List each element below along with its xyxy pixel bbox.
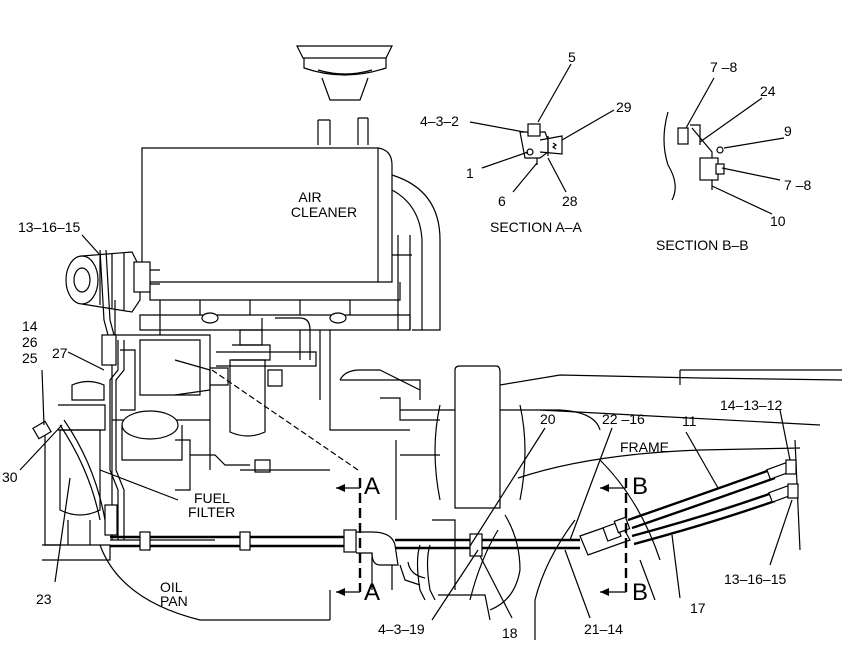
callout-6: 6: [498, 193, 506, 209]
callout-24: 24: [760, 83, 776, 99]
alternator: [65, 251, 160, 313]
oil-pan-label-2: PAN: [160, 593, 188, 609]
frame-label: FRAME: [620, 439, 669, 455]
fuel-filter-label-1: FUEL: [194, 490, 230, 506]
callout-7-8-right: 7 –8: [784, 177, 811, 193]
fuel-injection-pump: [111, 334, 317, 491]
fuel-filter-label-2: FILTER: [188, 504, 235, 520]
secondary-fuel-filter: [229, 317, 311, 437]
section-a-marker: A A: [336, 473, 380, 606]
callout-27: 27: [52, 345, 68, 361]
section-a-top-letter: A: [364, 473, 380, 500]
callout-9: 9: [784, 123, 792, 139]
callout-10: 10: [770, 213, 786, 229]
callout-25: 25: [22, 350, 38, 366]
callout-4-3-19: 4–3–19: [378, 621, 425, 637]
callout-28: 28: [562, 193, 578, 209]
section-b-b-detail: SECTION B–B: [656, 111, 749, 253]
fuel-lines: [59, 249, 799, 601]
section-b-b-title: SECTION B–B: [656, 237, 749, 253]
callout-11: 11: [682, 413, 697, 429]
callout-23: 23: [36, 591, 52, 607]
section-a-bottom-letter: A: [364, 579, 380, 606]
section-b-top-letter: B: [632, 473, 648, 500]
primary-fuel-filter: [32, 380, 111, 561]
turbocharger: [395, 365, 601, 611]
section-a-a-detail: SECTION A–A: [490, 123, 582, 235]
callout-20: 20: [540, 411, 556, 427]
section-a-a-title: SECTION A–A: [490, 219, 582, 235]
callout-13-16-15-right: 13–16–15: [724, 571, 787, 587]
callout-26: 26: [22, 334, 38, 350]
callout-13-16-15-left: 13–16–15: [18, 219, 81, 235]
oil-pan-label-1: OIL: [160, 579, 183, 595]
callout-14-13-12: 14–13–12: [720, 397, 783, 413]
callout-18: 18: [502, 625, 518, 641]
air-cleaner-assembly: AIR CLEANER: [139, 45, 441, 331]
leader-lines: [19, 63, 793, 621]
callout-29: 29: [616, 99, 632, 115]
callout-7-8-top: 7 –8: [710, 59, 737, 75]
callout-17: 17: [690, 600, 706, 616]
callout-labels: 13–16–15 14 26 25 27 30 23 4–3–19 18 20 …: [2, 49, 811, 641]
callout-30: 30: [2, 469, 18, 485]
air-cleaner-label-2: CLEANER: [291, 204, 357, 220]
section-b-bottom-letter: B: [632, 579, 648, 606]
air-cleaner-label-1: AIR: [298, 189, 321, 205]
callout-22-16: 22 –16: [602, 411, 645, 427]
section-b-marker: B B: [600, 473, 648, 606]
callout-14: 14: [22, 318, 38, 334]
callout-1: 1: [466, 165, 474, 181]
engine-block: [99, 300, 440, 621]
frame-rail: FRAME: [432, 369, 842, 640]
callout-5: 5: [568, 49, 576, 65]
callout-21-14: 21–14: [584, 621, 623, 637]
callout-4-3-2: 4–3–2: [420, 113, 459, 129]
